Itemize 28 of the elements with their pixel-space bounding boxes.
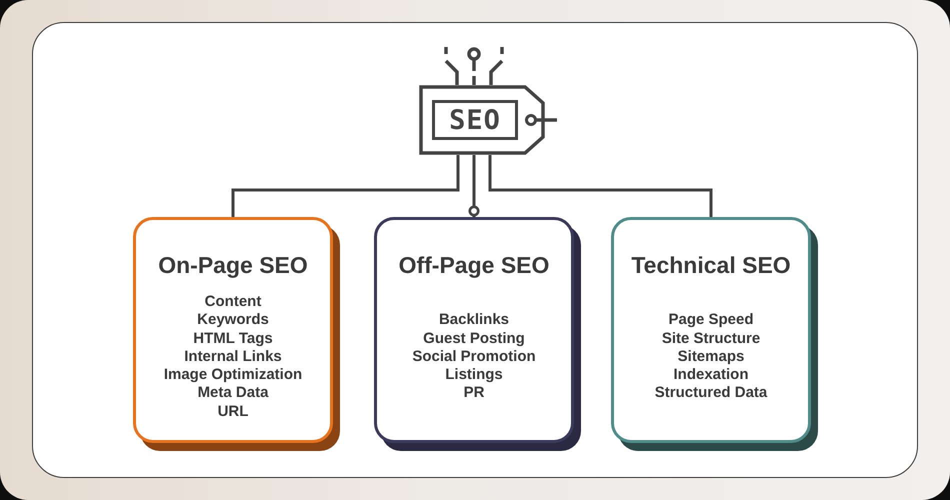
list-item: Structured Data — [654, 384, 768, 403]
list-item: Image Optimization — [164, 366, 302, 384]
list-item: Keywords — [197, 311, 269, 330]
seo-tag — [419, 85, 557, 155]
list-item: Site Structure — [662, 330, 760, 348]
list-item: PR — [464, 384, 484, 403]
list-item: HTML Tags — [193, 330, 273, 348]
list-item: Social Promotion — [412, 348, 536, 366]
category-card — [374, 217, 574, 443]
list-item: Content — [204, 292, 262, 312]
list-item: Backlinks — [438, 311, 510, 330]
list-item: Sitemaps — [678, 348, 744, 366]
category-card — [133, 217, 333, 443]
connector-line — [468, 155, 480, 217]
list-item: Indexation — [673, 366, 748, 384]
category-card — [611, 217, 811, 443]
tag-label: SEO — [432, 100, 518, 140]
list-item: Listings — [445, 366, 503, 384]
card-heading: Technical SEO — [631, 251, 791, 279]
list-item: Guest Posting — [423, 330, 525, 348]
card-heading: On-Page SEO — [158, 251, 308, 279]
list-item: Meta Data — [198, 384, 268, 403]
connector-line — [488, 155, 712, 217]
list-item: Internal Links — [184, 348, 282, 366]
connector-line — [232, 155, 460, 217]
list-item: URL — [218, 402, 248, 422]
card-heading: Off-Page SEO — [398, 251, 550, 279]
list-item: Page Speed — [668, 311, 754, 330]
